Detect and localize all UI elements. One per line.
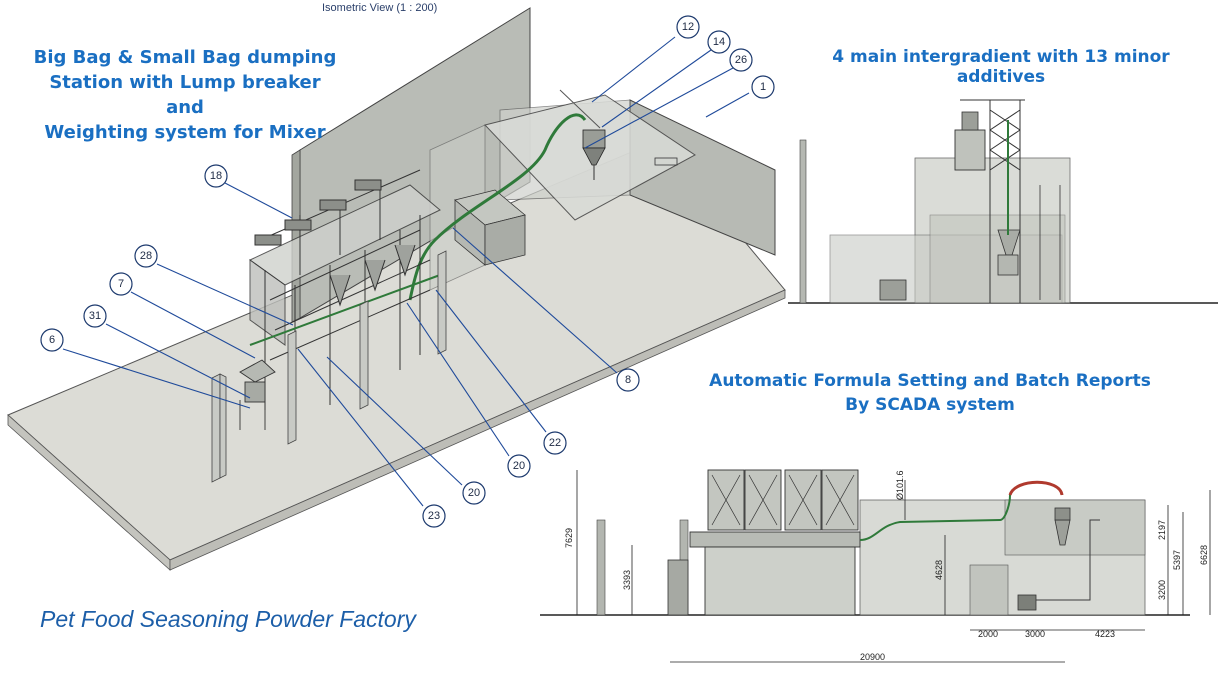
callout-7: 7 — [109, 272, 133, 296]
isometric-view — [7, 7, 786, 571]
callout-6: 6 — [40, 328, 64, 352]
svg-text:20: 20 — [468, 487, 480, 499]
svg-text:22: 22 — [549, 437, 561, 449]
headline-ingredients: 4 main intergradient with 13 minor addit… — [832, 47, 1170, 87]
side-elevation-top — [788, 99, 1218, 304]
dim-pipe-diameter: Ø101.6 — [895, 470, 905, 500]
bag-frames — [689, 469, 861, 616]
dim-3000: 3000 — [1025, 629, 1045, 639]
iso-conveyor-pipe — [408, 113, 587, 301]
headline-left-line-2: Station with Lump breaker and — [49, 72, 321, 118]
callout-20-b: 20 — [462, 481, 486, 505]
side-elevation-bottom — [540, 469, 1211, 663]
callout-22: 22 — [543, 431, 567, 455]
svg-text:28: 28 — [140, 250, 152, 262]
svg-text:12: 12 — [682, 21, 694, 33]
svg-text:1: 1 — [760, 81, 766, 93]
headline-scada: Automatic Formula Setting and Batch Repo… — [700, 369, 1160, 417]
svg-text:7: 7 — [118, 278, 124, 290]
dim-3393: 3393 — [622, 570, 632, 590]
iso-dumping-station — [249, 169, 441, 435]
callout-12: 12 — [676, 15, 700, 39]
dim-7629: 7629 — [564, 528, 574, 548]
dim-6628: 6628 — [1199, 545, 1209, 565]
dim-2197: 2197 — [1157, 520, 1167, 540]
headline-left-line-1: Big Bag & Small Bag dumping — [33, 47, 337, 68]
svg-text:23: 23 — [428, 510, 440, 522]
svg-text:18: 18 — [210, 170, 222, 182]
callout-18: 18 — [204, 164, 228, 188]
callout-1: 1 — [751, 75, 775, 99]
headline-scada-line-1: Automatic Formula Setting and Batch Repo… — [709, 371, 1151, 391]
svg-text:26: 26 — [735, 54, 747, 66]
dim-20900: 20900 — [860, 652, 885, 662]
iso-view-caption: Isometric View (1 : 200) — [322, 2, 438, 14]
headline-dumping-station: Big Bag & Small Bag dumping Station with… — [30, 45, 340, 145]
dimension-labels: 7629 3393 Ø101.6 4628 2197 5397 6628 320… — [564, 470, 1209, 662]
dim-4223: 4223 — [1095, 629, 1115, 639]
dim-4628: 4628 — [934, 560, 944, 580]
headline-scada-line-2: By SCADA system — [845, 395, 1015, 415]
callout-31: 31 — [83, 304, 107, 328]
dimension-lines — [576, 470, 1211, 663]
iso-vacuum-receiver — [559, 89, 606, 180]
callout-group: 12 14 26 1 18 28 7 31 6 8 22 20 20 23 — [40, 15, 775, 528]
callout-28: 28 — [134, 244, 158, 268]
factory-name: Pet Food Seasoning Powder Factory — [40, 606, 416, 632]
svg-text:6: 6 — [49, 334, 55, 346]
svg-text:20: 20 — [513, 460, 525, 472]
callout-23: 23 — [422, 504, 446, 528]
dim-5397: 5397 — [1172, 550, 1182, 570]
svg-text:14: 14 — [713, 36, 725, 48]
dim-2000: 2000 — [978, 629, 998, 639]
callout-14: 14 — [707, 30, 731, 54]
dim-3200: 3200 — [1157, 580, 1167, 600]
svg-text:31: 31 — [89, 310, 101, 322]
callout-8: 8 — [616, 368, 640, 392]
headline-left-line-3: Weighting system for Mixer — [44, 122, 326, 143]
callout-20-a: 20 — [507, 454, 531, 478]
callout-26: 26 — [729, 48, 753, 72]
svg-text:8: 8 — [625, 374, 631, 386]
iso-leader-lines — [62, 36, 750, 507]
